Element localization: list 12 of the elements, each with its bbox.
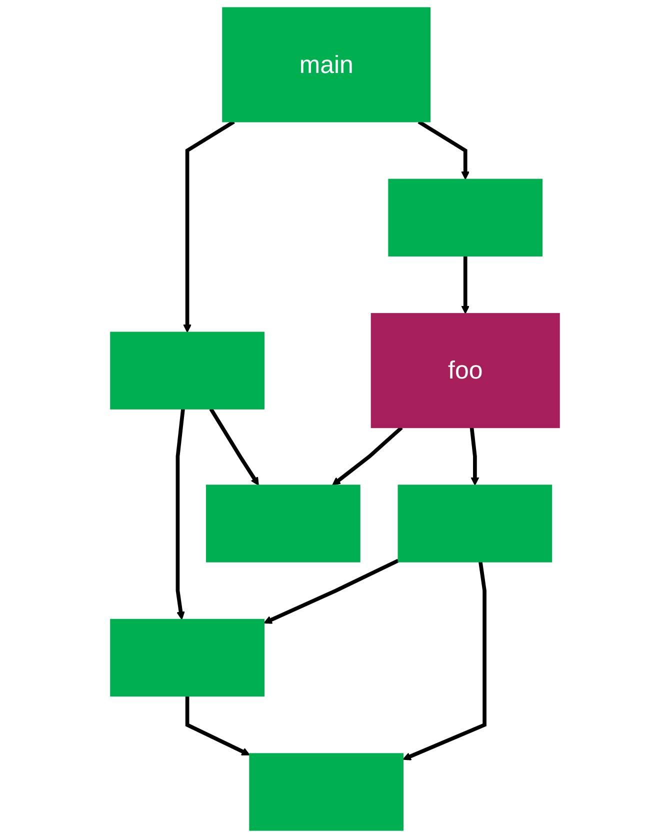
arrow: [264, 558, 400, 624]
arrow: [418, 120, 470, 180]
arrow: [332, 426, 403, 486]
node-label: foo: [448, 356, 483, 384]
arrow: [402, 562, 486, 760]
arrow: [209, 408, 259, 486]
arrow: [183, 120, 235, 333]
arrow: [470, 427, 480, 486]
node-label: main: [299, 50, 354, 79]
arrow: [185, 696, 250, 756]
arrow: [176, 408, 185, 620]
arrow: [461, 256, 470, 314]
